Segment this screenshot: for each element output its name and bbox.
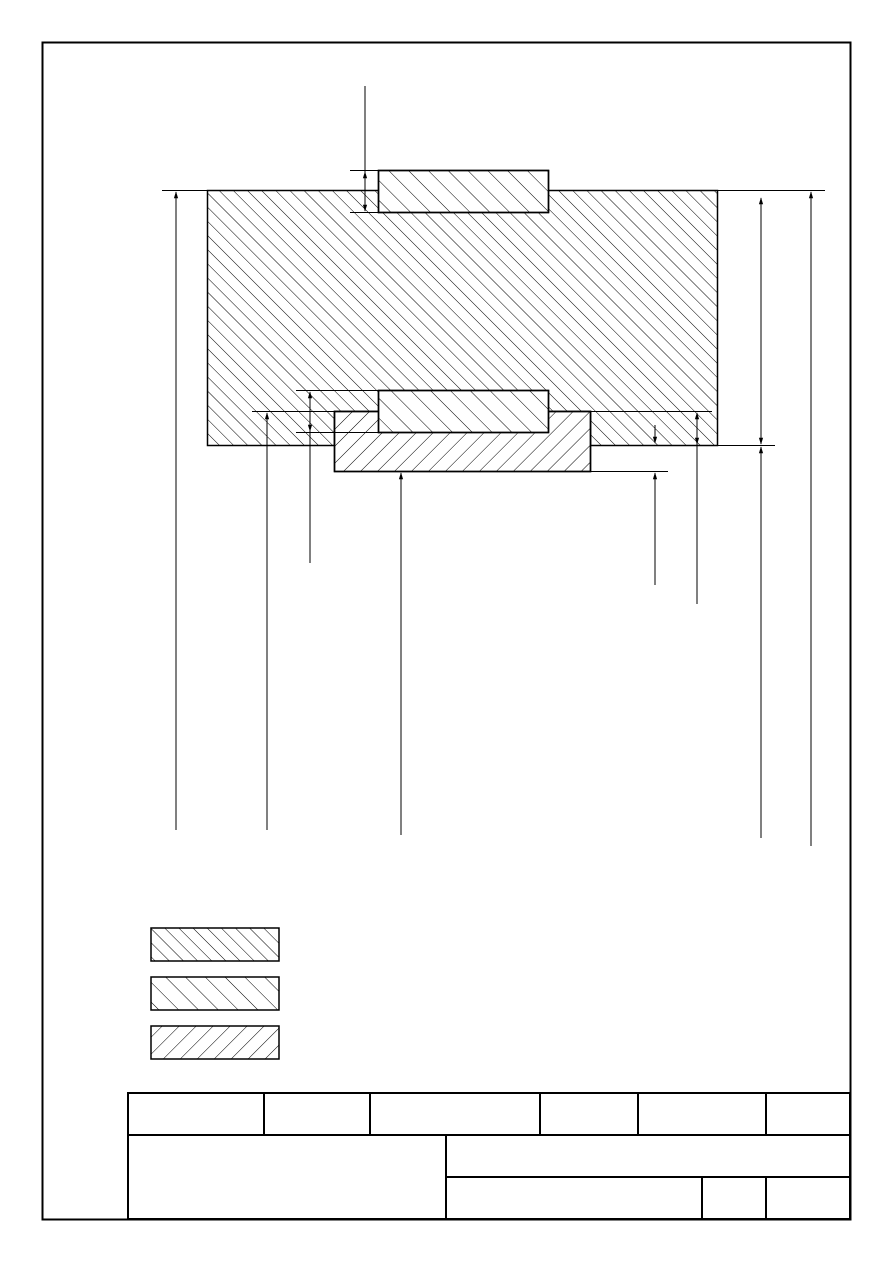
top-block-hatch <box>377 169 550 214</box>
title-block <box>127 1092 851 1220</box>
legend-swatch-sparse-hatch <box>150 976 280 1011</box>
dimension-lines <box>173 86 814 846</box>
legend-swatch-dense-hatch <box>150 927 280 962</box>
extension-lines <box>162 170 825 472</box>
middle-block-hatch <box>377 389 550 434</box>
legend <box>150 927 280 1060</box>
legend-swatch-backward-hatch <box>150 1025 280 1060</box>
